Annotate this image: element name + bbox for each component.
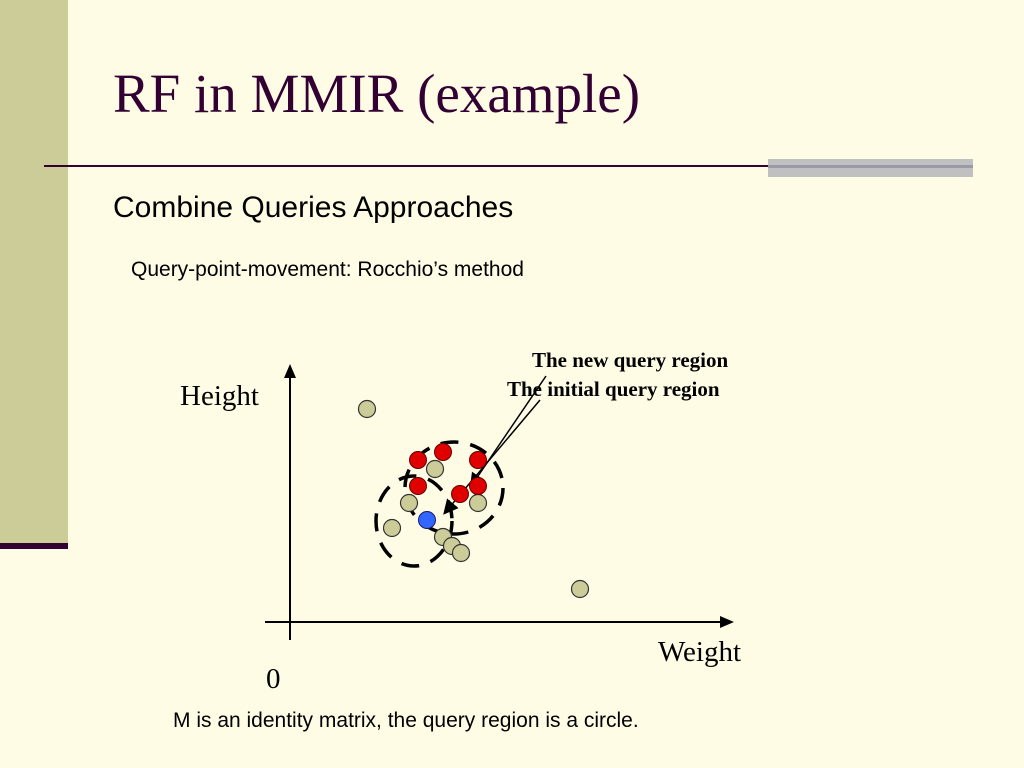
query-point: [418, 511, 436, 529]
sidebar-accent-line: [0, 543, 68, 549]
data-point: [399, 493, 419, 513]
data-point: [451, 543, 471, 563]
sidebar-decoration: [0, 0, 68, 545]
method-label: Query-point-movement: Rocchio’s method: [131, 258, 524, 281]
data-point: [425, 459, 445, 479]
relevant-point: [469, 451, 487, 469]
title-underline-accent: [768, 159, 973, 177]
slide-subtitle: Combine Queries Approaches: [113, 191, 514, 224]
y-axis-arrowhead: [284, 364, 296, 378]
relevant-point: [451, 485, 469, 503]
x-axis-arrowhead: [720, 616, 734, 628]
data-point: [570, 579, 590, 599]
y-axis-label: Height: [180, 380, 259, 412]
initial-query-region: [374, 474, 454, 568]
relevant-point: [434, 443, 452, 461]
new-region-label: The new query region: [532, 348, 729, 372]
relevant-point: [469, 477, 487, 495]
new-query-region: [403, 440, 505, 536]
relevant-point: [409, 477, 427, 495]
title-underline: [44, 165, 770, 167]
data-point: [357, 399, 377, 419]
relevant-point: [409, 451, 427, 469]
data-point: [468, 493, 488, 513]
neutral-points: [357, 399, 590, 599]
initial-region-label: The initial query region: [507, 377, 720, 401]
origin-label: 0: [266, 663, 281, 695]
slide-title: RF in MMIR (example): [113, 63, 641, 124]
data-point: [382, 518, 402, 538]
relevant-points: [409, 443, 487, 503]
slide-caption: M is an identity matrix, the query regio…: [173, 709, 639, 732]
x-axis-label: Weight: [658, 636, 741, 668]
